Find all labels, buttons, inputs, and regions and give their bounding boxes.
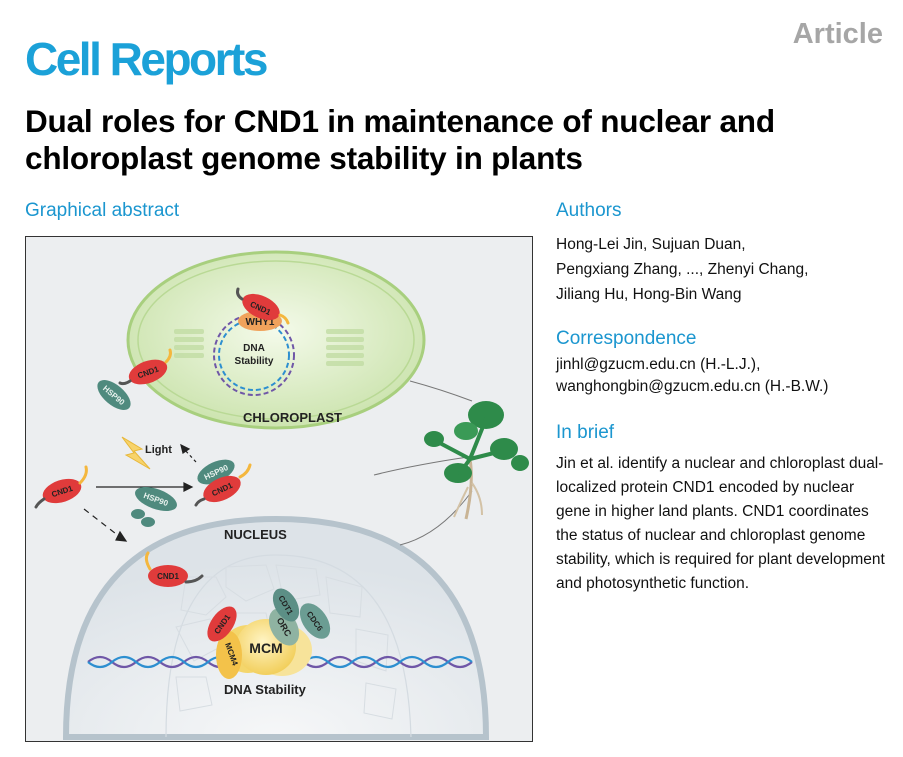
correspondence-email[interactable]: wanghongbin@gzucm.edu.cn (H.-B.W.)	[556, 378, 829, 395]
journal-name: Cell Reports	[25, 33, 268, 85]
authors-heading: Authors	[556, 200, 622, 221]
authors-line: Pengxiang Zhang, ..., Zhenyi Chang,	[556, 261, 809, 278]
article-type: Article	[792, 18, 883, 50]
light-label: Light	[145, 444, 172, 456]
graphical-abstract-svg: CHLOROPLAST DNA Stability WHY1 CND1 CND1…	[26, 237, 532, 741]
nucleus-label: NUCLEUS	[224, 527, 287, 542]
thylakoid-stacks	[174, 329, 364, 366]
lightning-icon	[121, 436, 151, 470]
why1-cnd1-complex: WHY1 CND1	[236, 287, 290, 331]
mcm-complex: MCM MCM4 CND1 ORC CDT1 CDC6	[207, 588, 331, 679]
chloroplast: CHLOROPLAST	[126, 250, 426, 430]
cnd1-cytosol: CND1	[34, 465, 88, 509]
article-title: Dual roles for CND1 in maintenance of nu…	[25, 103, 775, 176]
correspondence-emails: jinhl@gzucm.edu.cn (H.-L.J.), wanghongbi…	[556, 354, 886, 398]
authors-list: Hong-Lei Jin, Sujuan Duan, Pengxiang Zha…	[556, 232, 886, 307]
hsp90-free: HSP90	[131, 486, 177, 527]
graphical-abstract-figure: CHLOROPLAST DNA Stability WHY1 CND1 CND1…	[25, 236, 533, 742]
graphical-abstract-heading: Graphical abstract	[25, 200, 180, 221]
authors-line: Jiliang Hu, Hong-Bin Wang	[556, 286, 742, 303]
connector-lines	[373, 380, 473, 546]
chloroplast-label: CHLOROPLAST	[243, 410, 342, 425]
correspondence-heading: Correspondence	[556, 328, 697, 349]
nuclear-dna-stability-label: DNA Stability	[224, 682, 307, 697]
authors-line: Hong-Lei Jin, Sujuan Duan,	[556, 236, 746, 253]
in-brief-heading: In brief	[556, 422, 615, 443]
plant-icon	[424, 401, 529, 520]
transport-arrows	[83, 443, 197, 542]
mcm-label: MCM	[249, 640, 282, 656]
in-brief-text: Jin et al. identify a nuclear and chloro…	[556, 455, 885, 592]
cnd1-nucleus: CND1	[144, 551, 204, 587]
correspondence-email[interactable]: jinhl@gzucm.edu.cn (H.-L.J.),	[556, 356, 761, 373]
hsp90-cnd1-import: CND1 HSP90	[97, 348, 172, 410]
stability-label: Stability	[235, 356, 274, 367]
why1-label: WHY1	[246, 317, 275, 328]
dna-label: DNA	[243, 343, 265, 354]
hsp90-cnd1-complex: HSP90 CND1	[194, 459, 252, 507]
cnd1-label: CND1	[157, 572, 179, 581]
